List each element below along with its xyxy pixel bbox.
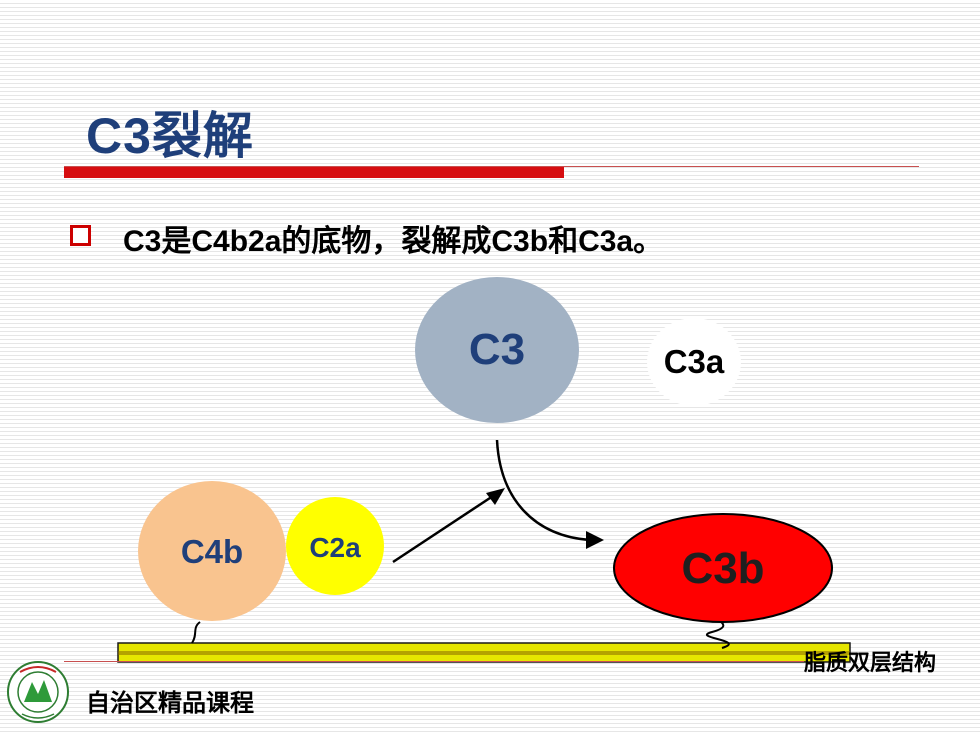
footer-divider (64, 661, 804, 662)
bullet-text: C3是C4b2a的底物，裂解成C3b和C3a。 (123, 225, 664, 258)
c3-molecule (415, 277, 579, 423)
cleavage-curve-arrow (495, 439, 591, 542)
title-divider-thin (64, 166, 919, 167)
membrane-label: 脂质双层结构 (804, 650, 937, 675)
c2a-molecule (286, 497, 384, 595)
c4b-label: C4b (180, 533, 244, 570)
enzyme-arrow (392, 492, 497, 564)
lipid-bilayer-inner-band (118, 651, 850, 655)
c4b-anchor-squiggle (191, 621, 201, 644)
c3b-fragment (613, 513, 833, 623)
enzyme-arrowhead (486, 488, 505, 505)
slide-title: C3裂解 (86, 108, 254, 164)
c3-label: C3 (468, 325, 526, 374)
course-label: 自治区精品课程 (86, 690, 254, 717)
title-divider-thick (64, 167, 564, 178)
bullet-square-icon (70, 225, 91, 246)
c3a-fragment (647, 318, 741, 406)
cleavage-arrowhead (586, 531, 604, 549)
c4b-molecule (138, 481, 286, 621)
university-seal-icon (7, 661, 69, 723)
c2a-label: C2a (309, 532, 361, 563)
c3a-label: C3a (663, 343, 725, 380)
c3b-label: C3b (681, 544, 765, 593)
